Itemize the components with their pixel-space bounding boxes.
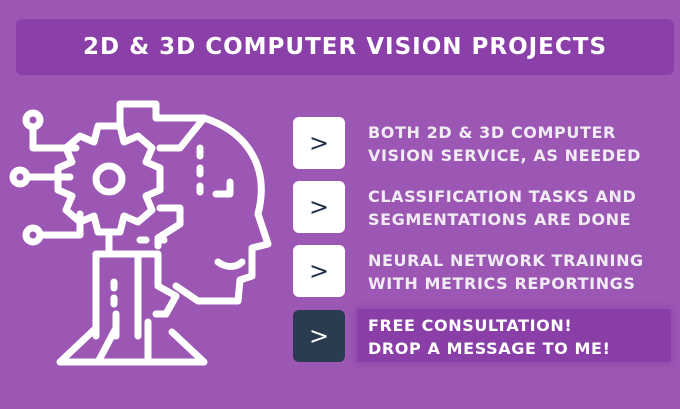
cta-text: FREE CONSULTATION! DROP A MESSAGE TO ME! — [368, 316, 611, 358]
title-banner: 2D & 3D COMPUTER VISION PROJECTS — [16, 19, 674, 75]
cta-highlight — [357, 309, 671, 362]
feature-item: > CLASSIFICATION TASKS AND SEGMENTATIONS… — [293, 181, 673, 235]
chevron-right-icon: > — [308, 257, 330, 285]
ai-head-gear-circuit-icon — [8, 96, 278, 386]
feature-item-cta: > FREE CONSULTATION! DROP A MESSAGE TO M… — [293, 309, 673, 364]
feature-text: BOTH 2D & 3D COMPUTER VISION SERVICE, AS… — [368, 123, 642, 165]
feature-item: > BOTH 2D & 3D COMPUTER VISION SERVICE, … — [293, 117, 673, 171]
chevron-box-dark[interactable]: > — [293, 310, 345, 362]
page-title: 2D & 3D COMPUTER VISION PROJECTS — [82, 34, 608, 60]
chevron-box[interactable]: > — [293, 245, 345, 297]
chevron-right-icon: > — [308, 322, 330, 350]
chevron-box[interactable]: > — [293, 117, 345, 169]
feature-text: CLASSIFICATION TASKS AND SEGMENTATIONS A… — [368, 187, 637, 229]
feature-text: NEURAL NETWORK TRAINING WITH METRICS REP… — [368, 251, 644, 293]
chevron-right-icon: > — [308, 193, 330, 221]
chevron-right-icon: > — [308, 129, 330, 157]
feature-item: > NEURAL NETWORK TRAINING WITH METRICS R… — [293, 245, 673, 299]
chevron-box[interactable]: > — [293, 181, 345, 233]
